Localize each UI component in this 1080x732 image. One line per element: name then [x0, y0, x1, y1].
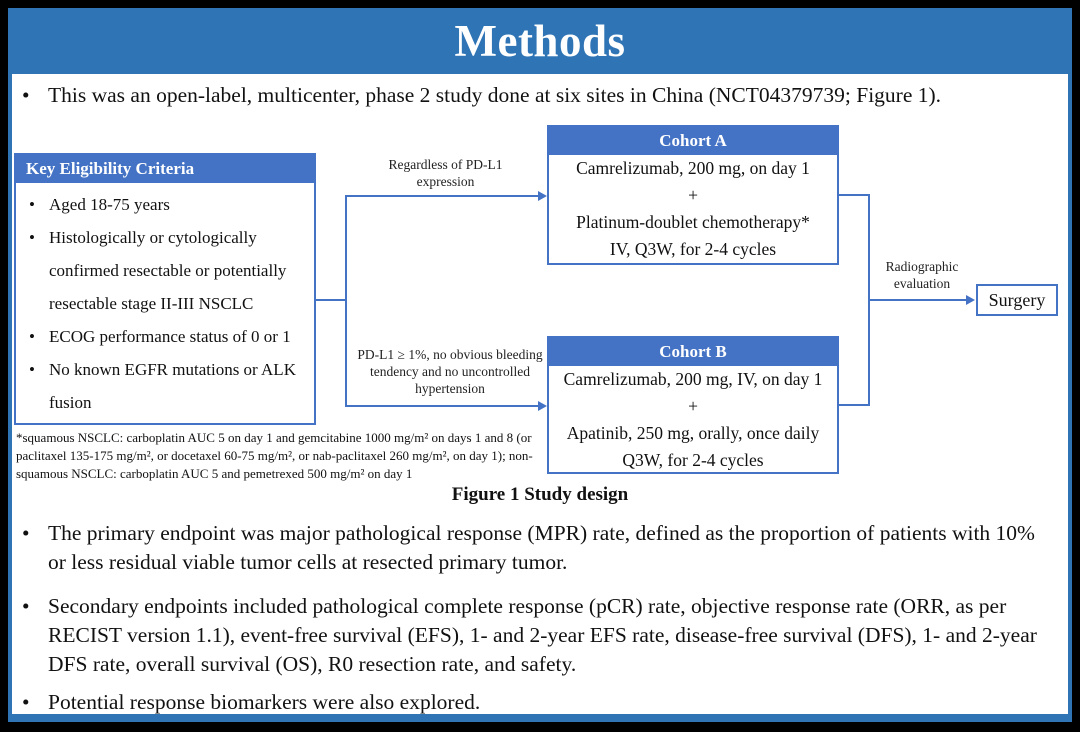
- cohort-a-line: Camrelizumab, 200 mg, on day 1: [576, 158, 810, 178]
- bullet-marker: •: [29, 195, 35, 214]
- branch-bottom-label: PD-L1 ≥ 1%, no obvious bleeding tendency…: [357, 347, 543, 396]
- primary-endpoint-bullet: • The primary endpoint was major patholo…: [22, 519, 1058, 577]
- branch-top-label: Regardless of PD-L1 expression: [388, 157, 503, 189]
- bullet-marker: •: [22, 521, 30, 545]
- cohort-b-box: Cohort B Camrelizumab, 200 mg, IV, on da…: [547, 336, 839, 474]
- page-title: Methods: [454, 16, 626, 66]
- secondary-endpoints-text: Secondary endpoints included pathologica…: [48, 594, 1037, 676]
- figure-caption: Figure 1 Study design: [451, 484, 629, 505]
- connector-arrow-to-cohort-b: [345, 405, 540, 407]
- connector-line: [839, 194, 870, 196]
- connector-arrow-to-surgery: [868, 299, 968, 301]
- cohort-b-line: Camrelizumab, 200 mg, IV, on day 1: [563, 369, 823, 389]
- connector-line: [345, 195, 347, 407]
- biomarkers-bullet: • Potential response biomarkers were als…: [22, 688, 1058, 717]
- bullet-marker: •: [29, 228, 35, 247]
- primary-endpoint-text: The primary endpoint was major pathologi…: [48, 521, 1035, 574]
- eligibility-item: • ECOG performance status of 0 or 1: [22, 320, 310, 353]
- connector-arrow-to-cohort-a: [345, 195, 540, 197]
- cohort-b-line: Q3W, for 2-4 cycles: [622, 450, 764, 470]
- eligibility-item: • Aged 18-75 years: [22, 188, 310, 221]
- eligibility-item-text: No known EGFR mutations or ALK fusion: [49, 360, 296, 412]
- surgery-box: Surgery: [976, 284, 1058, 316]
- bullet-marker: •: [29, 327, 35, 346]
- eligibility-item: • Histologically or cytologically confir…: [22, 221, 310, 320]
- cohort-a-line: Platinum-doublet chemotherapy*: [576, 212, 810, 232]
- eligibility-item-text: ECOG performance status of 0 or 1: [49, 327, 291, 346]
- arrowhead-icon: [538, 190, 547, 201]
- connector-line: [316, 299, 346, 301]
- biomarkers-text: Potential response biomarkers were also …: [48, 690, 481, 714]
- chemotherapy-footnote: *squamous NSCLC: carboplatin AUC 5 on da…: [16, 430, 533, 481]
- cohort-b-line: Apatinib, 250 mg, orally, once daily: [566, 423, 820, 443]
- secondary-endpoints-bullet: • Secondary endpoints included pathologi…: [22, 592, 1058, 679]
- cohort-b-header: Cohort B: [549, 338, 837, 366]
- eligibility-header: Key Eligibility Criteria: [16, 155, 314, 183]
- title-banner: Methods: [8, 8, 1072, 74]
- arrowhead-icon: [538, 400, 547, 411]
- arrowhead-icon: [966, 294, 975, 305]
- bullet-marker: •: [22, 690, 30, 714]
- eligibility-box: Key Eligibility Criteria • Aged 18-75 ye…: [14, 153, 316, 425]
- bullet-marker: •: [22, 83, 30, 107]
- intro-bullet: • This was an open-label, multicenter, p…: [22, 81, 1062, 110]
- eligibility-item-text: Histologically or cytologically confirme…: [49, 228, 287, 313]
- connector-line: [839, 404, 870, 406]
- bullet-marker: •: [29, 360, 35, 379]
- cohort-a-line: IV, Q3W, for 2-4 cycles: [609, 239, 777, 259]
- surgery-label: Surgery: [988, 289, 1046, 310]
- cohort-a-line: +: [688, 185, 698, 205]
- intro-bullet-text: This was an open-label, multicenter, pha…: [48, 83, 942, 107]
- bullet-marker: •: [22, 594, 30, 618]
- cohort-a-box: Cohort A Camrelizumab, 200 mg, on day 1 …: [547, 125, 839, 265]
- eligibility-item: • No known EGFR mutations or ALK fusion: [22, 353, 310, 419]
- cohort-b-line: +: [688, 396, 698, 416]
- eligibility-body: • Aged 18-75 years • Histologically or c…: [16, 183, 314, 419]
- eligibility-item-text: Aged 18-75 years: [49, 195, 170, 214]
- cohort-a-header: Cohort A: [549, 127, 837, 155]
- radiographic-evaluation-label: Radiographic evaluation: [885, 259, 959, 291]
